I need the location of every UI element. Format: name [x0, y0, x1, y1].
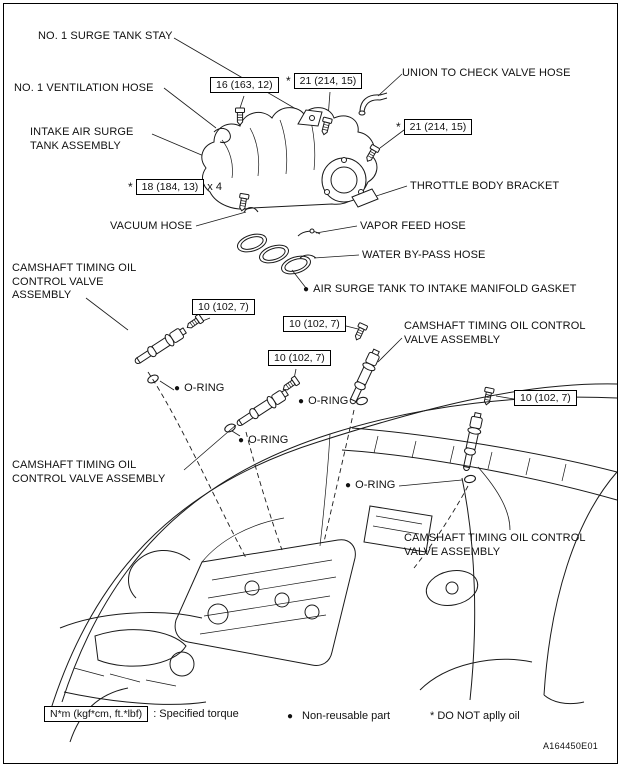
- label-union-to-check-valve-hose: UNION TO CHECK VALVE HOSE: [402, 67, 571, 79]
- label-camshaft-valve-left-top: CAMSHAFT TIMING OIL CONTROL VALVE ASSEMB…: [12, 262, 136, 303]
- label-line: CAMSHAFT TIMING OIL CONTROL: [404, 320, 586, 332]
- torque-value-box: 21 (214, 15): [293, 73, 363, 89]
- legend-specified-torque-text: : Specified torque: [153, 708, 239, 720]
- torque-spec-21-a: * 21 (214, 15): [286, 73, 363, 89]
- label-camshaft-valve-right: CAMSHAFT TIMING OIL CONTROL VALVE ASSEMB…: [404, 320, 586, 347]
- non-reusable-bullet-icon: ●: [238, 435, 245, 446]
- torque-unit-box: N*m (kgf*cm, ft.*lbf): [44, 706, 149, 722]
- torque-value-box: 10 (102, 7): [514, 390, 577, 406]
- non-reusable-bullet-icon: ●: [298, 396, 305, 407]
- torque-value-box: 21 (214, 15): [403, 119, 473, 135]
- label-line: VALVE ASSEMBLY: [404, 545, 501, 558]
- label-text: O-RING: [308, 395, 349, 407]
- torque-value-box: 16 (163, 12): [210, 77, 279, 93]
- label-no1-surge-tank-stay: NO. 1 SURGE TANK STAY: [38, 30, 173, 42]
- legend-non-reusable-text: Non-reusable part: [302, 710, 391, 722]
- label-line: CAMSHAFT TIMING OIL: [12, 459, 137, 471]
- torque-value-box: 10 (102, 7): [268, 350, 331, 366]
- non-reusable-bullet-icon: ●: [174, 383, 181, 394]
- label-oring-3: ●O-RING: [238, 434, 288, 448]
- label-text: O-RING: [248, 434, 289, 446]
- label-line: CONTROL VALVE: [12, 275, 104, 288]
- label-water-bypass-hose: WATER BY-PASS HOSE: [362, 249, 486, 261]
- label-oring-4: ●O-RING: [345, 479, 395, 493]
- no-oil-asterisk-icon: *: [128, 180, 133, 194]
- gasket-rings: [234, 230, 314, 278]
- installation-dashed-lines: [147, 371, 469, 569]
- label-camshaft-valve-bottom-right: CAMSHAFT TIMING OIL CONTROL VALVE ASSEMB…: [404, 532, 586, 559]
- intake-manifold-drawing: [201, 92, 388, 259]
- non-reusable-bullet-icon: ●: [287, 710, 294, 722]
- car-body-outline: [49, 383, 618, 743]
- label-text: O-RING: [184, 382, 225, 394]
- label-intake-air-surge-tank-assembly: INTAKE AIR SURGE TANK ASSEMBLY: [30, 126, 133, 153]
- non-reusable-bullet-icon: ●: [303, 284, 310, 295]
- quantity-label: x 4: [207, 181, 222, 193]
- label-oring-1: ●O-RING: [174, 382, 224, 396]
- label-text: AIR SURGE TANK TO INTAKE MANIFOLD GASKET: [313, 283, 577, 295]
- label-no1-ventilation-hose: NO. 1 VENTILATION HOSE: [14, 82, 154, 94]
- legend-specified-torque: N*m (kgf*cm, ft.*lbf) : Specified torque: [44, 706, 239, 722]
- torque-spec-10-c: 10 (102, 7): [268, 350, 331, 366]
- torque-value-box: 10 (102, 7): [283, 316, 346, 332]
- torque-spec-10-b: 10 (102, 7): [283, 316, 346, 332]
- label-line: ASSEMBLY: [12, 289, 72, 301]
- label-line: TANK ASSEMBLY: [30, 139, 121, 152]
- no-oil-asterisk-icon: *: [396, 120, 401, 134]
- label-text: O-RING: [355, 479, 396, 491]
- non-reusable-bullet-icon: ●: [345, 480, 352, 491]
- torque-spec-21-b: * 21 (214, 15): [396, 119, 473, 135]
- label-line: VALVE ASSEMBLY: [404, 333, 501, 346]
- torque-spec-18: * 18 (184, 13) x 4: [128, 179, 222, 195]
- figure-code: A164450E01: [543, 741, 599, 751]
- torque-value-box: 10 (102, 7): [192, 299, 255, 315]
- label-oring-2: ●O-RING: [298, 395, 348, 409]
- label-line: CAMSHAFT TIMING OIL CONTROL: [404, 532, 586, 544]
- label-line: INTAKE AIR SURGE: [30, 126, 134, 138]
- label-throttle-body-bracket: THROTTLE BODY BRACKET: [410, 180, 560, 192]
- torque-spec-10-d: 10 (102, 7): [514, 390, 577, 406]
- label-camshaft-valve-left-bottom: CAMSHAFT TIMING OIL CONTROL VALVE ASSEMB…: [12, 459, 165, 486]
- label-line: CAMSHAFT TIMING OIL: [12, 262, 137, 274]
- label-surge-tank-gasket: ●AIR SURGE TANK TO INTAKE MANIFOLD GASKE…: [303, 283, 577, 297]
- legend-non-reusable: ● Non-reusable part: [287, 710, 390, 722]
- torque-value-box: 18 (184, 13): [135, 179, 205, 195]
- label-vacuum-hose: VACUUM HOSE: [110, 220, 193, 232]
- legend-do-not-oil: * DO NOT aplly oil: [430, 710, 520, 722]
- no-oil-asterisk-icon: *: [286, 74, 291, 88]
- label-vapor-feed-hose: VAPOR FEED HOSE: [360, 220, 466, 232]
- label-line: CONTROL VALVE ASSEMBLY: [12, 472, 166, 485]
- torque-spec-10-a: 10 (102, 7): [192, 299, 255, 315]
- torque-spec-16: 16 (163, 12): [210, 77, 279, 93]
